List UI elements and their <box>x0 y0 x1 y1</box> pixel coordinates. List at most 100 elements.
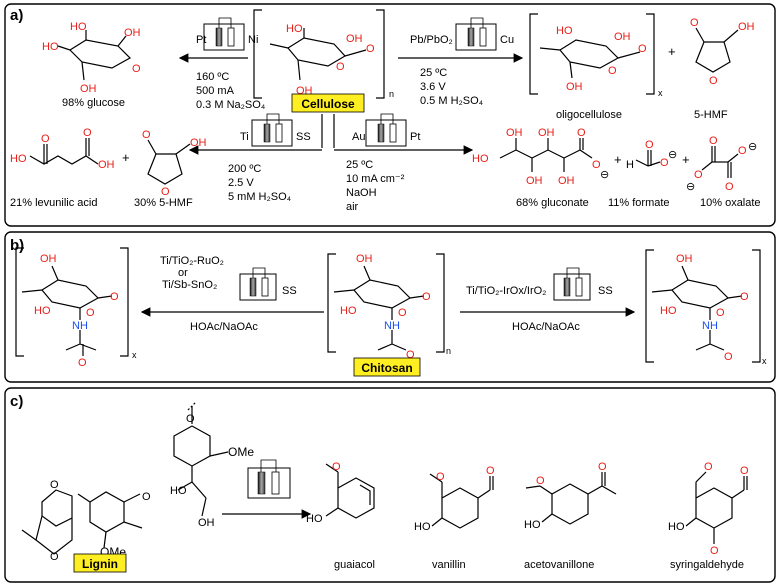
atom-label: H <box>626 159 634 171</box>
atom-label: O <box>142 491 151 503</box>
charge-sign: ⊖ <box>600 169 609 181</box>
atom-label: O <box>41 133 50 145</box>
atom-label: OH <box>526 175 543 187</box>
atom-label: O <box>740 465 749 477</box>
modified-chitosan-structure <box>15 247 129 357</box>
hmf-structure <box>695 27 739 73</box>
atom-label: O <box>336 61 345 73</box>
atom-label: O <box>709 75 718 87</box>
atom-label: OH <box>614 31 631 43</box>
atom-label: O <box>436 471 445 483</box>
oligocellulose-structure <box>529 13 655 95</box>
guaiacol-structure <box>325 463 375 519</box>
atom-label: OH <box>198 517 215 529</box>
cathode-label: Cu <box>500 34 514 46</box>
chitosan-structure <box>327 253 445 353</box>
atom-label: HO <box>340 305 357 317</box>
atom-label: OH <box>190 137 207 149</box>
lignin-highlight <box>73 553 127 573</box>
panel-b: b) OH HO O O NH O x Ti/TiO₂-RuO₂ or Ti/S… <box>4 231 776 383</box>
atom-label: HO <box>556 25 573 37</box>
plus-sign: + <box>682 152 690 167</box>
atom-label: O <box>332 461 341 473</box>
medium-label: HOAc/NaOAc <box>190 321 258 333</box>
lignin-structure <box>21 401 229 555</box>
catalyst-label: Ti/Sb-SnO₂ <box>162 279 217 291</box>
atom-label: OH <box>566 81 583 93</box>
atom-label: NH <box>72 320 88 332</box>
charge-sign: ⊖ <box>686 181 695 193</box>
condition: 5 mM H₂SO₄ <box>228 191 292 203</box>
plus-sign: + <box>668 44 676 59</box>
atom-label: O <box>638 43 647 55</box>
atom-label: O <box>186 413 195 425</box>
atom-label: O <box>366 43 375 55</box>
panel-b-frame <box>4 231 776 383</box>
atom-label: O <box>645 139 654 151</box>
hmf-structure <box>147 139 191 185</box>
atom-label: O <box>694 169 703 181</box>
product-oxalate: 10% oxalate <box>700 197 761 209</box>
repeat-n: n <box>446 346 451 356</box>
modified-chitosan-structure <box>645 249 761 363</box>
panel-a-frame <box>4 3 776 227</box>
atom-label: O <box>142 129 151 141</box>
repeat-x: x <box>762 356 767 366</box>
atom-label: O <box>716 307 725 319</box>
atom-label: NH <box>702 320 718 332</box>
cathode-label: SS <box>296 131 311 143</box>
atom-label: O <box>486 465 495 477</box>
atom-label: O <box>660 157 669 169</box>
electrolysis-cell-icon <box>553 267 591 301</box>
atom-label: O <box>690 17 699 29</box>
electrolysis-cell-icon <box>203 17 245 51</box>
panel-b-label: b) <box>10 237 24 254</box>
condition: 2.5 V <box>228 177 254 189</box>
product-oligocellulose: oligocellulose <box>556 109 622 121</box>
atom-label: OH <box>124 27 141 39</box>
lignin-label: Lignin <box>82 557 118 571</box>
product-vanillin: vanillin <box>432 559 466 571</box>
condition: 10 mA cm⁻² <box>346 173 405 185</box>
chitosan-highlight <box>353 357 421 377</box>
atom-label: OH <box>558 175 575 187</box>
atom-label: O <box>78 357 87 369</box>
medium-label: HOAc/NaOAc <box>512 321 580 333</box>
condition: NaOH <box>346 187 377 199</box>
product-acetovanillone: acetovanillone <box>524 559 594 571</box>
condition: 0.5 M H₂SO₄ <box>420 95 484 107</box>
formate-structure <box>635 150 661 167</box>
glucose-structure <box>57 30 131 81</box>
atom-label: OH <box>538 127 555 139</box>
atom-label: OMe <box>228 445 254 459</box>
atom-label: O <box>704 461 713 473</box>
product-hmf: 5-HMF <box>694 109 728 121</box>
panel-c-frame <box>4 387 776 583</box>
electrolysis-cell-icon <box>247 459 291 499</box>
atom-label: O <box>738 145 747 157</box>
atom-label: O <box>398 307 407 319</box>
condition: 200 ºC <box>228 163 261 175</box>
repeat-x: x <box>132 350 137 360</box>
atom-label: NH <box>384 320 400 332</box>
plus-sign: + <box>122 150 130 165</box>
cellulose-label: Cellulose <box>301 97 355 111</box>
panel-a-label: a) <box>10 7 23 24</box>
atom-label: HO <box>306 513 323 525</box>
atom-label: OH <box>676 253 693 265</box>
catalyst-label: Ti/TiO₂-IrOx/IrO₂ <box>466 285 546 297</box>
atom-label: O <box>710 545 719 557</box>
panel-a: a) HO OH O O OH n Cellulose HO OH HO <box>4 3 776 227</box>
atom-label: HO <box>170 485 187 497</box>
product-levulinic-acid: 21% levunilic acid <box>10 197 97 209</box>
atom-label: O <box>132 63 141 75</box>
atom-label: O <box>406 349 415 361</box>
atom-label: O <box>86 307 95 319</box>
anode-label: Ti <box>240 131 249 143</box>
atom-label: O <box>577 127 586 139</box>
levulinic-acid-structure <box>29 138 99 165</box>
condition: 500 mA <box>196 85 235 97</box>
atom-label: HO <box>34 305 51 317</box>
anode-label: Pt <box>196 34 206 46</box>
